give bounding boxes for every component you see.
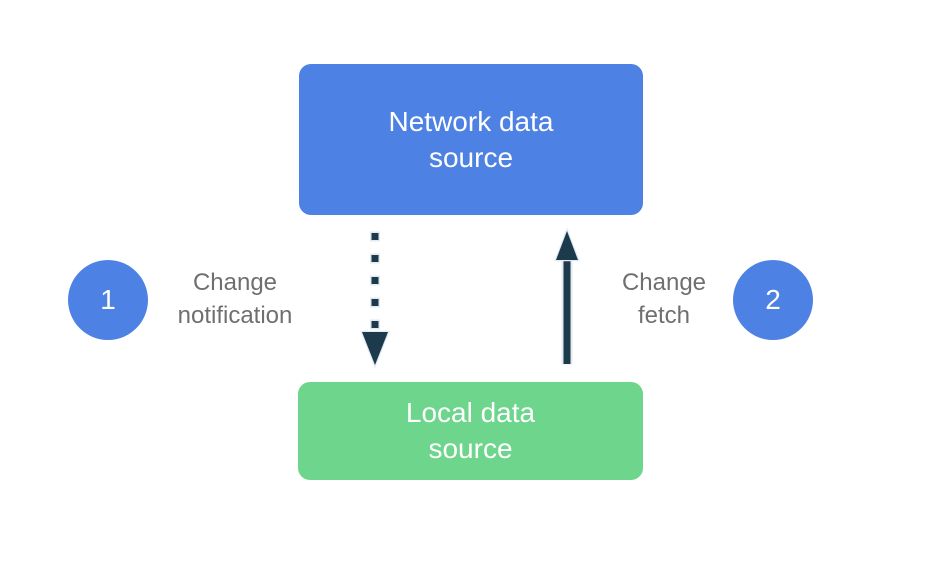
change-notification-dotted-arrow bbox=[360, 231, 390, 369]
change-fetch-solid-arrow bbox=[554, 227, 580, 365]
step-1-number: 1 bbox=[100, 284, 116, 315]
network-data-source-node: Network data source bbox=[299, 64, 643, 215]
local-data-source-node: Local data source bbox=[298, 382, 643, 480]
change-notification-label: Change notification bbox=[135, 266, 335, 332]
step-2-number: 2 bbox=[765, 284, 781, 315]
step-1-badge: 1 bbox=[68, 260, 148, 340]
change-fetch-label-line2: fetch bbox=[637, 302, 691, 329]
arrow-down-head bbox=[360, 330, 390, 369]
change-notification-label-line2: notification bbox=[177, 302, 293, 329]
local-node-label-line2: source bbox=[428, 433, 513, 464]
network-node-label-line1: Network data bbox=[388, 105, 554, 137]
network-node-label: Network data source bbox=[389, 104, 554, 176]
arrow-up-head bbox=[554, 227, 580, 262]
local-node-label-line1: Local data bbox=[405, 397, 536, 428]
change-notification-label-line1: Change bbox=[192, 269, 278, 296]
network-node-label-line2: source bbox=[428, 141, 514, 173]
change-fetch-label: Change fetch bbox=[564, 266, 764, 332]
local-node-label: Local data source bbox=[406, 395, 535, 467]
step-2-badge: 2 bbox=[733, 260, 813, 340]
change-fetch-label-line1: Change bbox=[621, 269, 707, 296]
